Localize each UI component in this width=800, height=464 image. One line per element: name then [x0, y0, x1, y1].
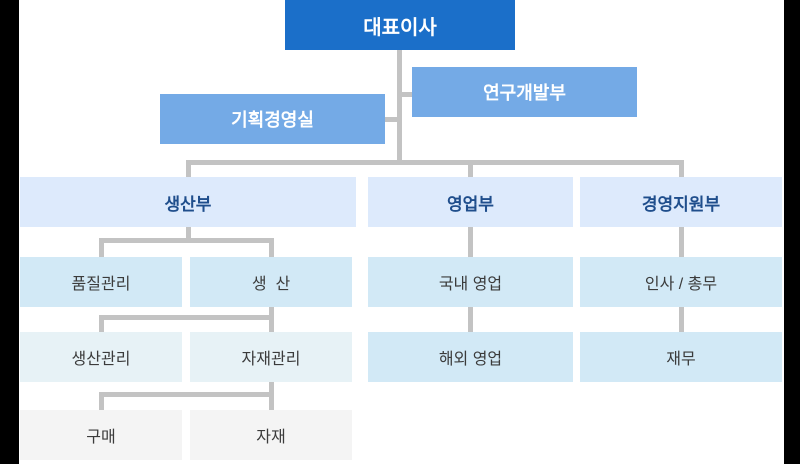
connector-sales-dept-stub — [468, 160, 473, 177]
node-ceo: 대표이사 — [285, 0, 515, 50]
node-purchasing: 구매 — [20, 410, 182, 460]
right-black-bar — [784, 0, 800, 464]
connector-ceo-trunk — [397, 50, 402, 163]
connector-depts-horizontal — [186, 160, 684, 165]
connector-prod-children-horizontal — [99, 238, 274, 243]
connector-quality-stub — [99, 238, 104, 257]
node-planning-management-office: 기획경영실 — [160, 94, 385, 144]
connector-rnd-stub — [400, 92, 412, 97]
connector-prodmgmt-horizontal — [99, 315, 274, 320]
connector-materials-stub — [269, 392, 274, 410]
connector-prodmgmt-stub — [99, 315, 104, 332]
node-domestic-sales: 국내 영업 — [368, 257, 573, 307]
node-finance: 재무 — [580, 332, 782, 382]
connector-finance-stub — [679, 307, 684, 332]
connector-hr-stub — [679, 227, 684, 257]
connector-production-dept-down — [186, 227, 191, 241]
node-management-support-department: 경영지원부 — [580, 177, 782, 227]
node-rnd-department: 연구개발부 — [412, 67, 637, 117]
connector-production-stub — [269, 238, 274, 257]
node-hr-general-affairs: 인사 / 총무 — [580, 257, 782, 307]
connector-domestic-sales-stub — [468, 227, 473, 257]
node-production: 생 산 — [190, 257, 352, 307]
node-sales-department: 영업부 — [368, 177, 573, 227]
connector-mat-children-horizontal — [99, 392, 274, 397]
connector-matmgmt-down — [269, 382, 274, 395]
node-quality-control: 품질관리 — [20, 257, 182, 307]
connector-matmgmt-stub — [269, 315, 274, 332]
node-production-management: 생산관리 — [20, 332, 182, 382]
node-overseas-sales: 해외 영업 — [368, 332, 573, 382]
node-material-management: 자재관리 — [190, 332, 352, 382]
connector-purchasing-stub — [99, 392, 104, 410]
connector-planning-stub — [385, 117, 399, 122]
connector-overseas-sales-stub — [468, 307, 473, 332]
connector-production-down — [269, 307, 274, 318]
connector-production-dept-stub — [186, 160, 191, 177]
left-black-bar — [0, 0, 19, 464]
node-production-department: 생산부 — [20, 177, 356, 227]
node-materials: 자재 — [190, 410, 352, 460]
connector-mgmt-dept-stub — [679, 160, 684, 177]
